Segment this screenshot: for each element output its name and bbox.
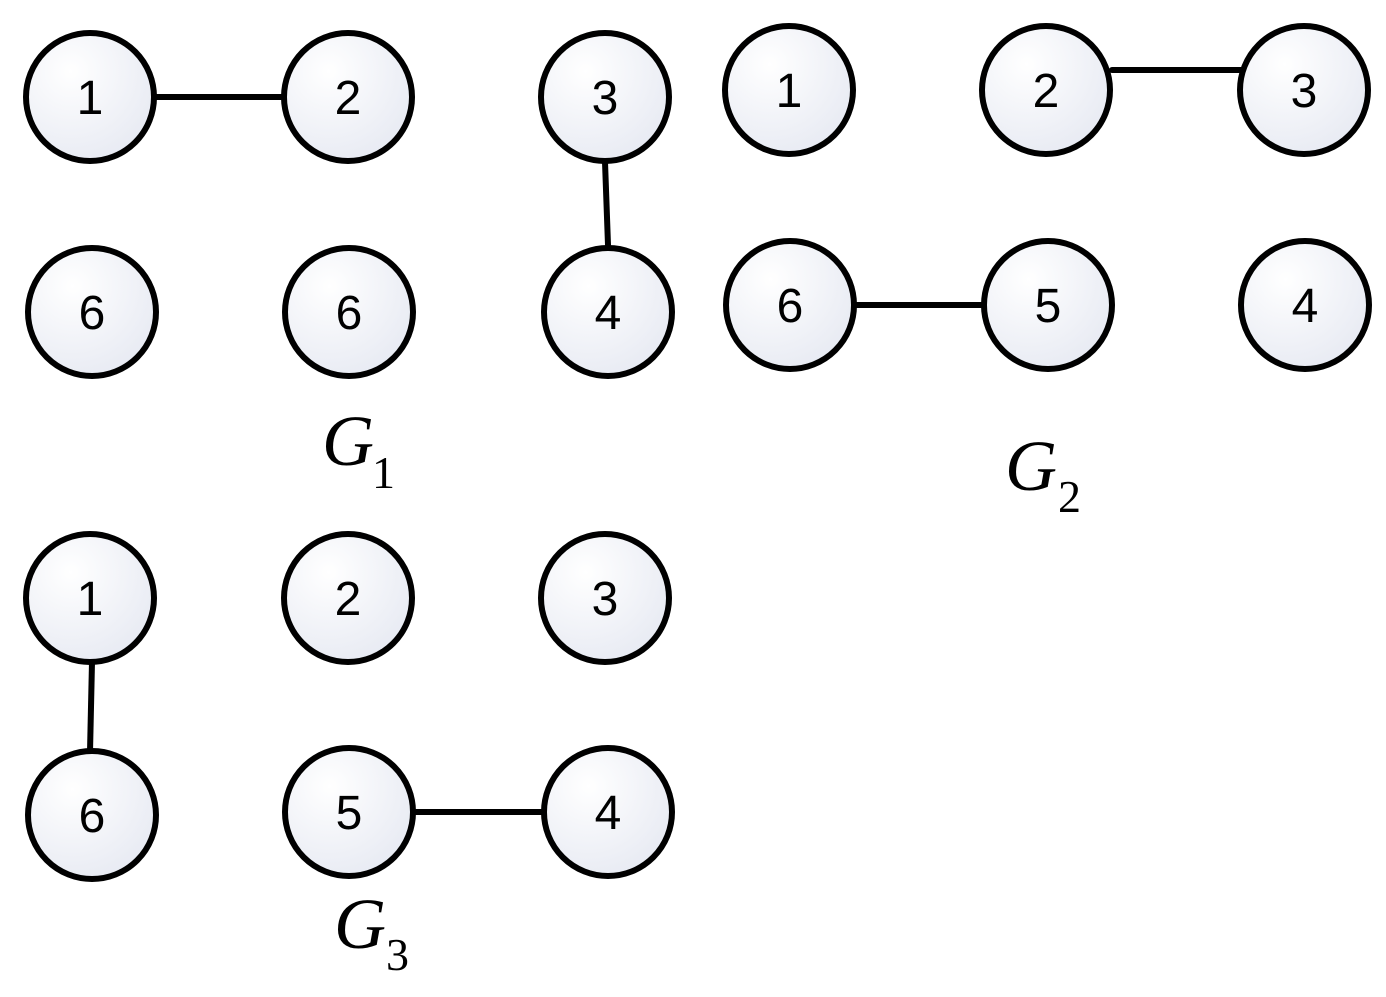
caption-subscript: 1: [372, 447, 395, 498]
node: 4: [1238, 238, 1372, 372]
node-label: 4: [1292, 280, 1319, 333]
node-label: 1: [776, 65, 803, 118]
caption-subscript: 2: [1058, 471, 1081, 522]
graph-caption: G 3: [334, 884, 409, 980]
node: 5: [282, 745, 416, 879]
edge-1-6: [87, 659, 95, 755]
node-label: 6: [336, 287, 363, 340]
edge-3-4: [602, 159, 611, 248]
caption-subscript: 3: [386, 929, 409, 980]
node: 3: [538, 531, 672, 665]
node-label: 2: [1033, 65, 1060, 118]
node: 6: [723, 238, 857, 372]
node: 2: [979, 23, 1113, 157]
node-label: 3: [592, 573, 619, 626]
node: 6: [25, 748, 159, 882]
node: 6: [282, 245, 416, 379]
node-label: 4: [595, 787, 622, 840]
node-label: 1: [77, 72, 104, 125]
node: 1: [23, 30, 157, 164]
graph-g1: 1 2 3 6 6 4 G 1: [23, 30, 675, 498]
node-label: 2: [335, 573, 362, 626]
node: 5: [981, 238, 1115, 372]
node-label: 5: [1035, 280, 1062, 333]
node-label: 1: [77, 573, 104, 626]
graph-caption: G 1: [322, 401, 395, 498]
node: 2: [281, 30, 415, 164]
caption-letter: G: [322, 401, 374, 481]
node-label: 5: [336, 787, 363, 840]
node: 3: [1237, 23, 1371, 157]
caption-letter: G: [334, 884, 386, 964]
graph-caption: G 2: [1005, 426, 1081, 522]
node: 1: [23, 531, 157, 665]
node: 1: [722, 23, 856, 157]
graph-g2: 1 2 3 6 5 4 G 2: [722, 23, 1372, 522]
node-label: 2: [335, 72, 362, 125]
caption-letter: G: [1005, 426, 1057, 506]
node-label: 6: [777, 280, 804, 333]
node: 3: [538, 30, 672, 164]
node-label: 3: [1291, 65, 1318, 118]
node: 6: [25, 245, 159, 379]
node-label: 6: [79, 790, 106, 843]
node-label: 3: [592, 72, 619, 125]
node: 4: [541, 245, 675, 379]
graph-g3: 1 2 3 6 5 4 G 3: [23, 531, 675, 980]
node: 4: [541, 745, 675, 879]
node-label: 4: [595, 287, 622, 340]
node-label: 6: [79, 287, 106, 340]
node: 2: [281, 531, 415, 665]
